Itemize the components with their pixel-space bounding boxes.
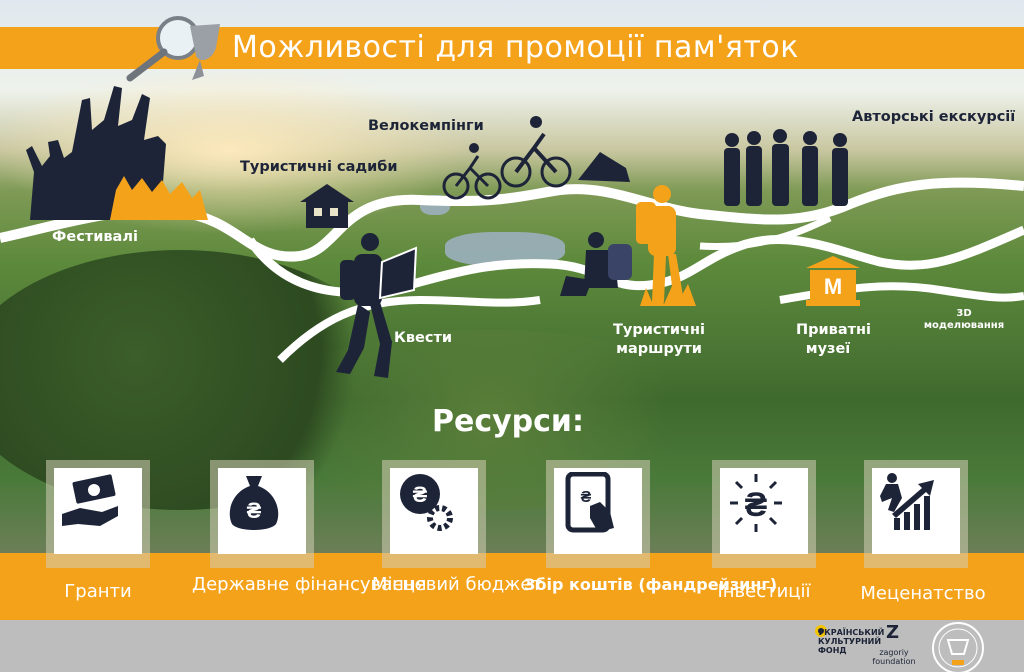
svg-text:₴: ₴: [745, 486, 768, 524]
label-quests: Квести: [394, 330, 453, 346]
ucf-logo-mark-icon: [815, 625, 827, 637]
resource-label-investments: Інвестиції: [717, 581, 811, 602]
ucf-logo: УКРАЇНСЬКИЙ КУЛЬТУРНИЙ ФОНД: [818, 628, 885, 655]
label-3d-modeling: 3D моделювання: [923, 308, 1005, 331]
svg-text:₴: ₴: [413, 482, 428, 507]
organization-seal-icon: [932, 622, 984, 672]
magnifier-artifact-icon: [126, 16, 220, 82]
zagoriy-logo: zagoriy foundation: [872, 648, 916, 666]
label-velocamping: Велокемпінги: [368, 118, 484, 134]
museum-icon: M: [806, 256, 860, 306]
page-title: Можливості для промоції пам'яток: [232, 30, 799, 65]
label-tourist-routes: Туристичні маршрути: [613, 322, 705, 357]
festival-crowd-icon: [26, 86, 208, 220]
resources-title: Ресурси:: [432, 404, 584, 439]
hikers-icon: [560, 185, 696, 306]
tablet-hryvnia-icon: ₴: [565, 472, 614, 533]
svg-text:₴: ₴: [581, 489, 592, 506]
cyclists-tent-icon: [442, 116, 630, 200]
resource-tile-investments: ₴: [712, 460, 816, 568]
svg-text:₴: ₴: [247, 498, 262, 523]
tour-group-icon: [724, 129, 848, 206]
resource-tile-grants: [46, 460, 150, 568]
field-area: [250, 330, 730, 510]
hryvnia-gear-icon: ₴: [400, 474, 453, 531]
label-festivals: Фестивалі: [52, 229, 138, 245]
resource-tile-local-budget: ₴: [382, 460, 486, 568]
svg-text:M: M: [824, 274, 842, 299]
resource-tile-fundraising: ₴: [546, 460, 650, 568]
resource-tile-patronage: [864, 460, 968, 568]
grant-hand-money-icon: [62, 474, 118, 526]
zagoriy-logo-mark: Z: [886, 622, 900, 643]
label-private-museums: Приватні музеї: [796, 322, 872, 357]
resource-tile-state-funding: ₴: [210, 460, 314, 568]
label-author-tours: Авторські екскурсії: [852, 109, 1016, 125]
money-bag-hryvnia-icon: ₴: [229, 476, 279, 530]
growth-chart-person-icon: [880, 473, 934, 530]
resource-label-patronage: Меценатство: [860, 583, 986, 604]
resources-band: [0, 553, 1024, 620]
quest-hiker-icon: [336, 233, 418, 378]
label-tourist-estates: Туристичні садиби: [240, 159, 398, 175]
resource-label-state-funding: Державне фінансування: [192, 574, 427, 595]
resource-label-local-budget: Місцевий бюджет: [372, 574, 542, 595]
hryvnia-burst-icon: ₴: [730, 474, 782, 532]
house-icon: [300, 184, 354, 228]
resource-label-grants: Гранти: [64, 581, 132, 602]
resource-label-fundraising: Збір коштів (фандрейзинг): [524, 575, 778, 594]
footer: [0, 620, 1024, 672]
